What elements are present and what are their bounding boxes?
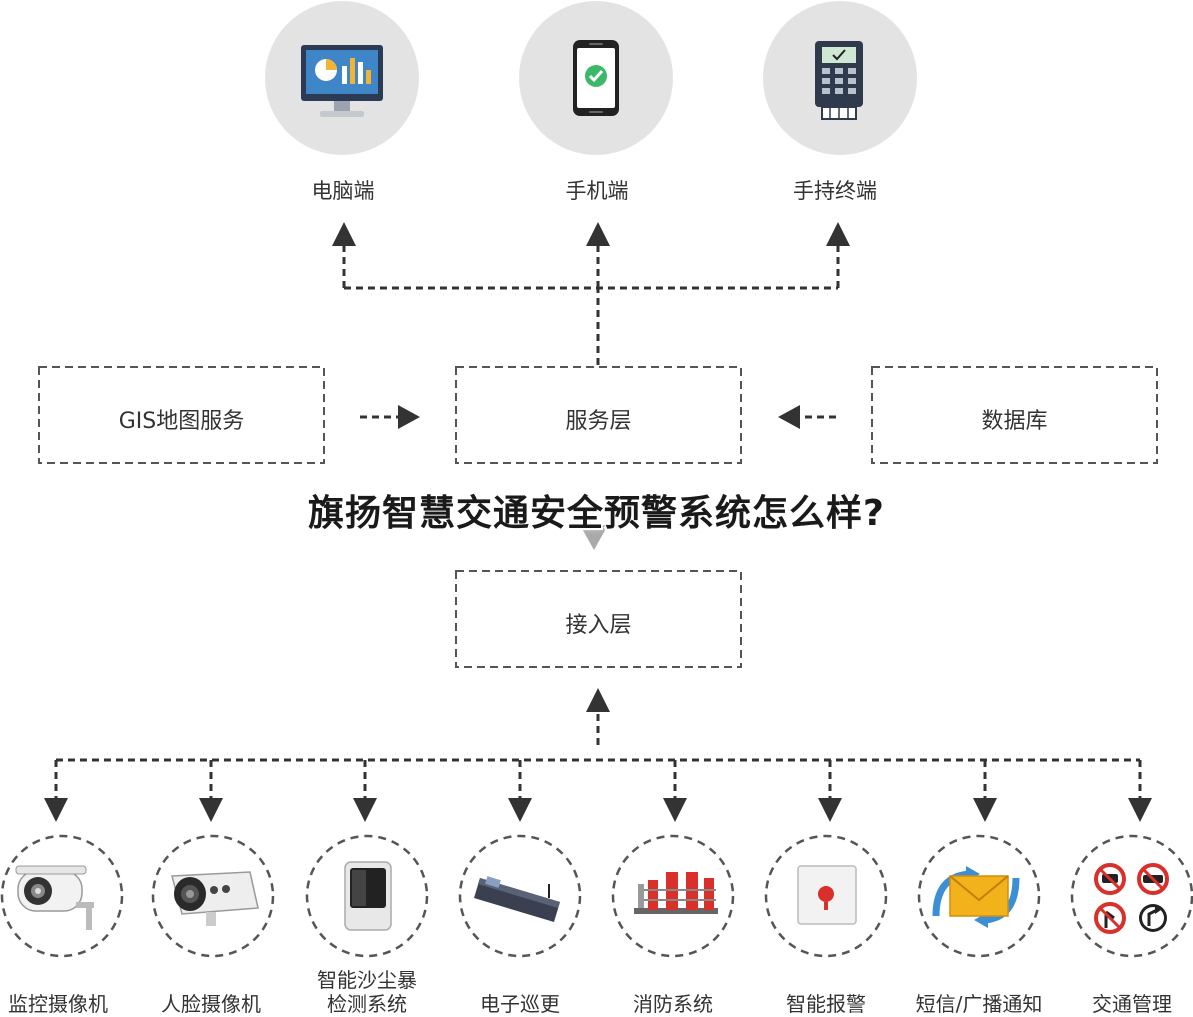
gis-to-service-arrow (360, 405, 420, 429)
alarm-button-icon (797, 865, 857, 925)
smartphone-check-icon (573, 40, 619, 116)
bullet-camera-icon (15, 865, 94, 930)
device-label-dust-storm-detection: 智能沙尘暴 检测系统 (317, 968, 417, 1016)
client-circle-handheld (763, 1, 917, 155)
patrol-wand-icon (474, 876, 560, 922)
monitor-chart-icon (301, 45, 383, 117)
access-up-arrowhead (586, 688, 610, 712)
handheld-terminal-icon (815, 41, 863, 120)
device-label-traffic-management: 交通管理 (1092, 992, 1172, 1016)
client-circle-computer (265, 1, 419, 155)
database-to-service-arrow (778, 405, 836, 429)
database-label: 数据库 (981, 409, 1048, 434)
client-label-handheld: 手持终端 (793, 179, 877, 203)
gis-service-label: GIS地图服务 (118, 409, 245, 434)
client-label-mobile: 手机端 (565, 179, 629, 203)
device-label-fire-system: 消防系统 (633, 992, 713, 1016)
client-arrowheads (332, 222, 850, 246)
fire-pump-icon (634, 872, 718, 914)
access-layer-label: 接入层 (565, 613, 632, 638)
gis-service-box (38, 366, 325, 464)
service-layer-label: 服务层 (565, 409, 632, 434)
headline-title: 旗扬智慧交通安全预警系统怎么样? (308, 493, 885, 534)
service-to-access-arrow (580, 525, 608, 550)
client-circle-mobile (519, 1, 673, 155)
traffic-signs-icon (1094, 863, 1169, 934)
device-label-face-camera: 人脸摄像机 (161, 992, 261, 1016)
message-envelope-icon (932, 866, 1020, 928)
device-label-electronic-patrol: 电子巡更 (480, 992, 560, 1016)
client-label-computer: 电脑端 (311, 179, 375, 203)
face-camera-icon (171, 871, 259, 926)
device-connectors (54, 713, 1142, 800)
client-connectors (342, 246, 840, 365)
device-label-surveillance-camera: 监控摄像机 (8, 992, 108, 1016)
service-layer-box (455, 366, 742, 464)
database-box (871, 366, 1158, 464)
device-label-sms-broadcast: 短信/广播通知 (915, 992, 1043, 1016)
device-arrowheads (44, 798, 1152, 822)
device-label-smart-alarm: 智能报警 (786, 992, 866, 1016)
dust-storm-detector-icon (344, 861, 392, 931)
access-layer-box (455, 570, 742, 668)
